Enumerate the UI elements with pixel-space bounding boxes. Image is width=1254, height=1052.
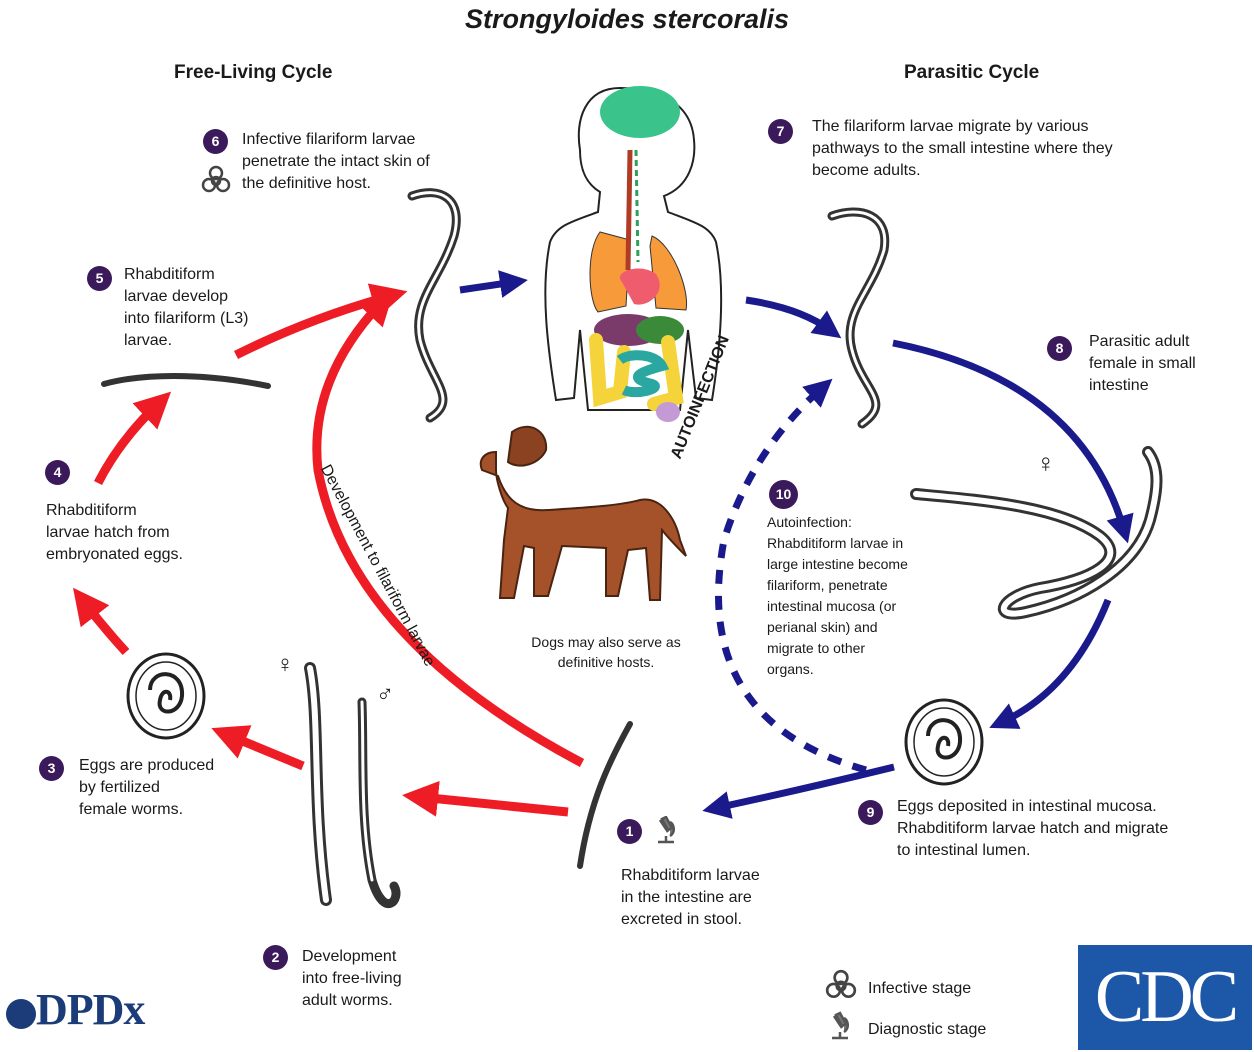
step-badge-5: 5 xyxy=(87,266,112,291)
filariform-larva-7 xyxy=(832,212,885,424)
arrow-4-to-5 xyxy=(98,404,158,483)
biohazard-icon xyxy=(200,164,232,201)
step-text-7: The filariform larvae migrate by various… xyxy=(812,116,1113,182)
worms-inner xyxy=(310,193,1157,900)
step-text-9: Eggs deposited in intestinal mucosa.Rhab… xyxy=(897,796,1168,862)
step-badge-3: 3 xyxy=(39,756,64,781)
arrow-6-to-host xyxy=(460,282,514,290)
step-badge-1: 1 xyxy=(617,819,642,844)
rhabditiform-larva-1 xyxy=(580,724,630,866)
esophagus xyxy=(628,150,630,270)
egg-free-living xyxy=(128,654,204,738)
egg-parasitic xyxy=(906,700,982,784)
biohazard-icon xyxy=(824,968,858,1007)
arrow-host-to-7 xyxy=(746,300,830,330)
arrow-3-to-4 xyxy=(84,602,126,652)
dog-illustration xyxy=(481,427,686,600)
microscope-icon xyxy=(652,816,678,851)
step-badge-9: 9 xyxy=(858,800,883,825)
human-host xyxy=(545,86,721,422)
legend-diagnostic-label: Diagnostic stage xyxy=(868,1019,986,1041)
step-badge-4: 4 xyxy=(45,460,70,485)
free-living-male xyxy=(362,702,396,904)
male-symbol-free-living: ♂ xyxy=(376,684,394,706)
dpdx-logo: DPDx xyxy=(6,984,144,1035)
cdc-logo: CDC xyxy=(1078,945,1252,1050)
microscope-icon xyxy=(826,1010,852,1049)
arrow-1-to-2 xyxy=(420,797,568,812)
legend-infective-label: Infective stage xyxy=(868,978,971,1000)
stomach xyxy=(636,316,684,344)
arrow-2-to-3 xyxy=(228,735,303,766)
female-symbol-parasitic: ♀ xyxy=(1036,452,1056,474)
step-badge-2: 2 xyxy=(263,945,288,970)
rhabditiform-larva-5 xyxy=(104,376,268,386)
step-badge-8: 8 xyxy=(1047,336,1072,361)
step-badge-7: 7 xyxy=(768,119,793,144)
step-badge-10: 10 xyxy=(769,480,798,509)
brain xyxy=(600,86,680,138)
step-badge-6: 6 xyxy=(203,129,228,154)
bladder xyxy=(656,402,680,422)
filariform-larva-6 xyxy=(412,193,456,418)
female-symbol-free-living: ♀ xyxy=(276,654,294,676)
